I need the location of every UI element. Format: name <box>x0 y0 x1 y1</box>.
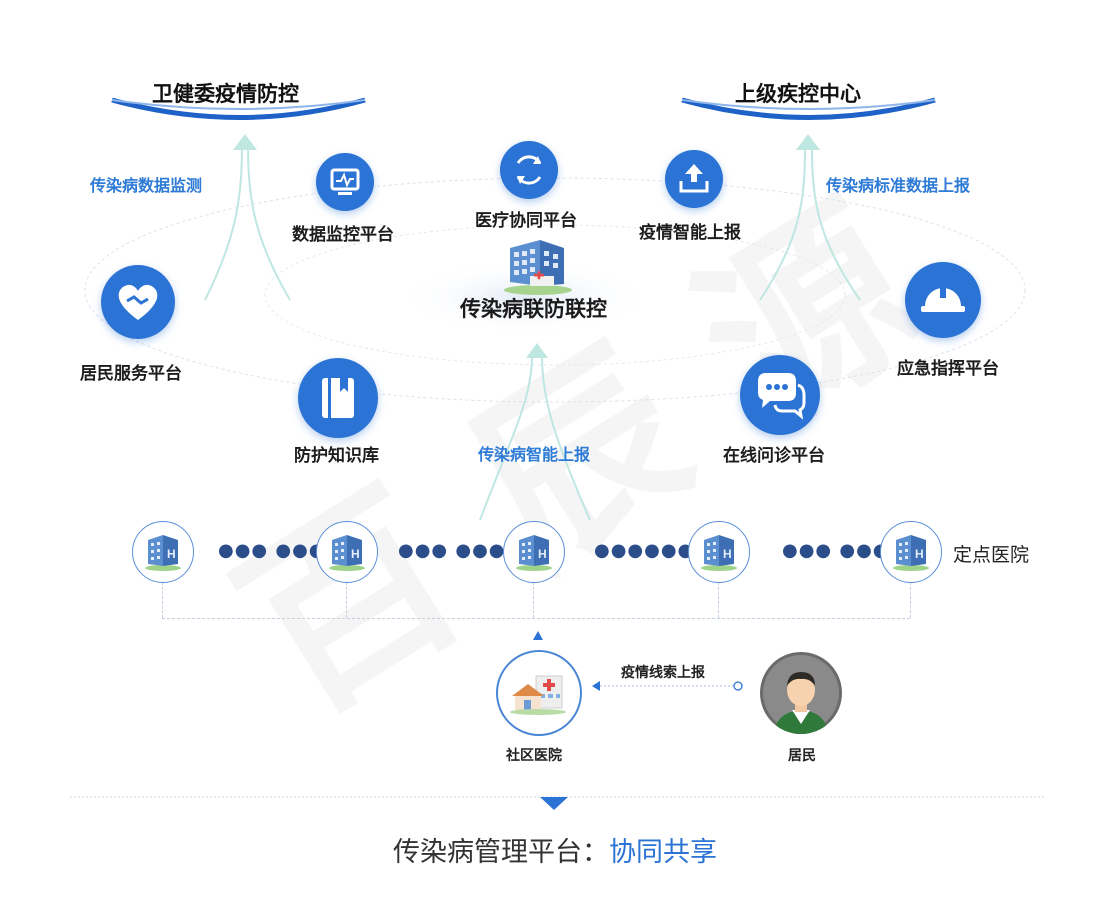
hospital-ellipsis: ●●●●●● <box>594 540 694 561</box>
emergency-command-node[interactable] <box>905 262 981 338</box>
svg-text:H: H <box>538 547 547 561</box>
hospital-connector <box>162 582 163 618</box>
footer-pointer <box>540 797 568 810</box>
hospital-connector <box>346 582 347 618</box>
flow-label-center: 传染病智能上报 <box>478 441 590 465</box>
medical-collab-node[interactable] <box>500 141 558 199</box>
hospital-icon: H <box>689 522 749 582</box>
hard-hat-icon <box>905 262 981 338</box>
resident-service-label: 居民服务平台 <box>80 359 182 384</box>
clue-report-label: 疫情线索上报 <box>621 662 705 682</box>
hospital-icon: H <box>317 522 377 582</box>
left-hub-title: 卫健委疫情防控 <box>152 78 299 108</box>
hospital-ellipsis: ●●● ●●● <box>398 540 506 561</box>
monitor-chart-icon <box>316 153 374 211</box>
hospital-icon: H <box>881 522 941 582</box>
designated-hospital[interactable]: H <box>503 521 565 583</box>
community-up-pointer <box>533 631 543 640</box>
svg-text:H: H <box>723 547 732 561</box>
flow-label-right: 传染病标准数据上报 <box>826 172 970 196</box>
community-clinic-node[interactable] <box>496 650 582 736</box>
data-monitor-label: 数据监控平台 <box>292 220 394 245</box>
hospital-icon: H <box>133 522 193 582</box>
knowledge-base-node[interactable] <box>298 358 378 438</box>
center-title: 传染病联防联控 <box>460 293 607 323</box>
clue-arrowhead <box>592 681 600 691</box>
hospital-connector <box>718 582 719 618</box>
clue-origin-dot <box>734 682 742 690</box>
right-hub-title: 上级疾控中心 <box>735 78 861 108</box>
right-up-arrow <box>760 134 860 300</box>
online-consult-node[interactable] <box>740 355 820 435</box>
resident-avatar[interactable] <box>760 652 842 734</box>
heart-handshake-icon <box>101 265 175 339</box>
chat-bubbles-icon <box>740 355 820 435</box>
svg-text:H: H <box>351 547 360 561</box>
left-up-arrow <box>205 134 290 300</box>
resident-label: 居民 <box>788 745 816 765</box>
data-monitor-node[interactable] <box>316 153 374 211</box>
upload-tray-icon <box>665 150 723 208</box>
community-clinic-label: 社区医院 <box>506 745 562 765</box>
hospital-bus-line <box>162 618 910 619</box>
hospital-building-icon <box>500 236 576 296</box>
epidemic-report-node[interactable] <box>665 150 723 208</box>
hospital-connector <box>910 582 911 618</box>
designated-hospital[interactable]: H <box>688 521 750 583</box>
flow-label-left: 传染病数据监测 <box>90 172 202 196</box>
hospital-ellipsis: ●●● ●●● <box>218 540 326 561</box>
medical-collab-label: 医疗协同平台 <box>475 206 577 231</box>
hospital-icon: H <box>504 522 564 582</box>
designated-hospital[interactable]: H <box>132 521 194 583</box>
footer-title-prefix: 传染病管理平台： <box>393 837 609 868</box>
knowledge-base-label: 防护知识库 <box>294 441 379 466</box>
designated-hospital-label: 定点医院 <box>953 540 1029 567</box>
hospital-ellipsis: ●●● ●●● <box>782 540 890 561</box>
hospital-connector <box>533 582 534 618</box>
svg-text:H: H <box>167 547 176 561</box>
footer-title-highlight: 协同共享 <box>609 837 717 868</box>
designated-hospital[interactable]: H <box>316 521 378 583</box>
designated-hospital[interactable]: H <box>880 521 942 583</box>
resident-service-node[interactable] <box>101 265 175 339</box>
svg-text:H: H <box>915 547 924 561</box>
clinic-house-icon <box>498 652 580 734</box>
sync-arrows-icon <box>500 141 558 199</box>
epidemic-report-label: 疫情智能上报 <box>639 218 741 243</box>
online-consult-label: 在线问诊平台 <box>723 441 825 466</box>
footer-title: 传染病管理平台：协同共享 <box>0 830 1110 869</box>
center-up-arrow <box>480 343 590 520</box>
book-icon <box>298 358 378 438</box>
emergency-command-label: 应急指挥平台 <box>897 354 999 379</box>
person-icon <box>760 652 842 734</box>
